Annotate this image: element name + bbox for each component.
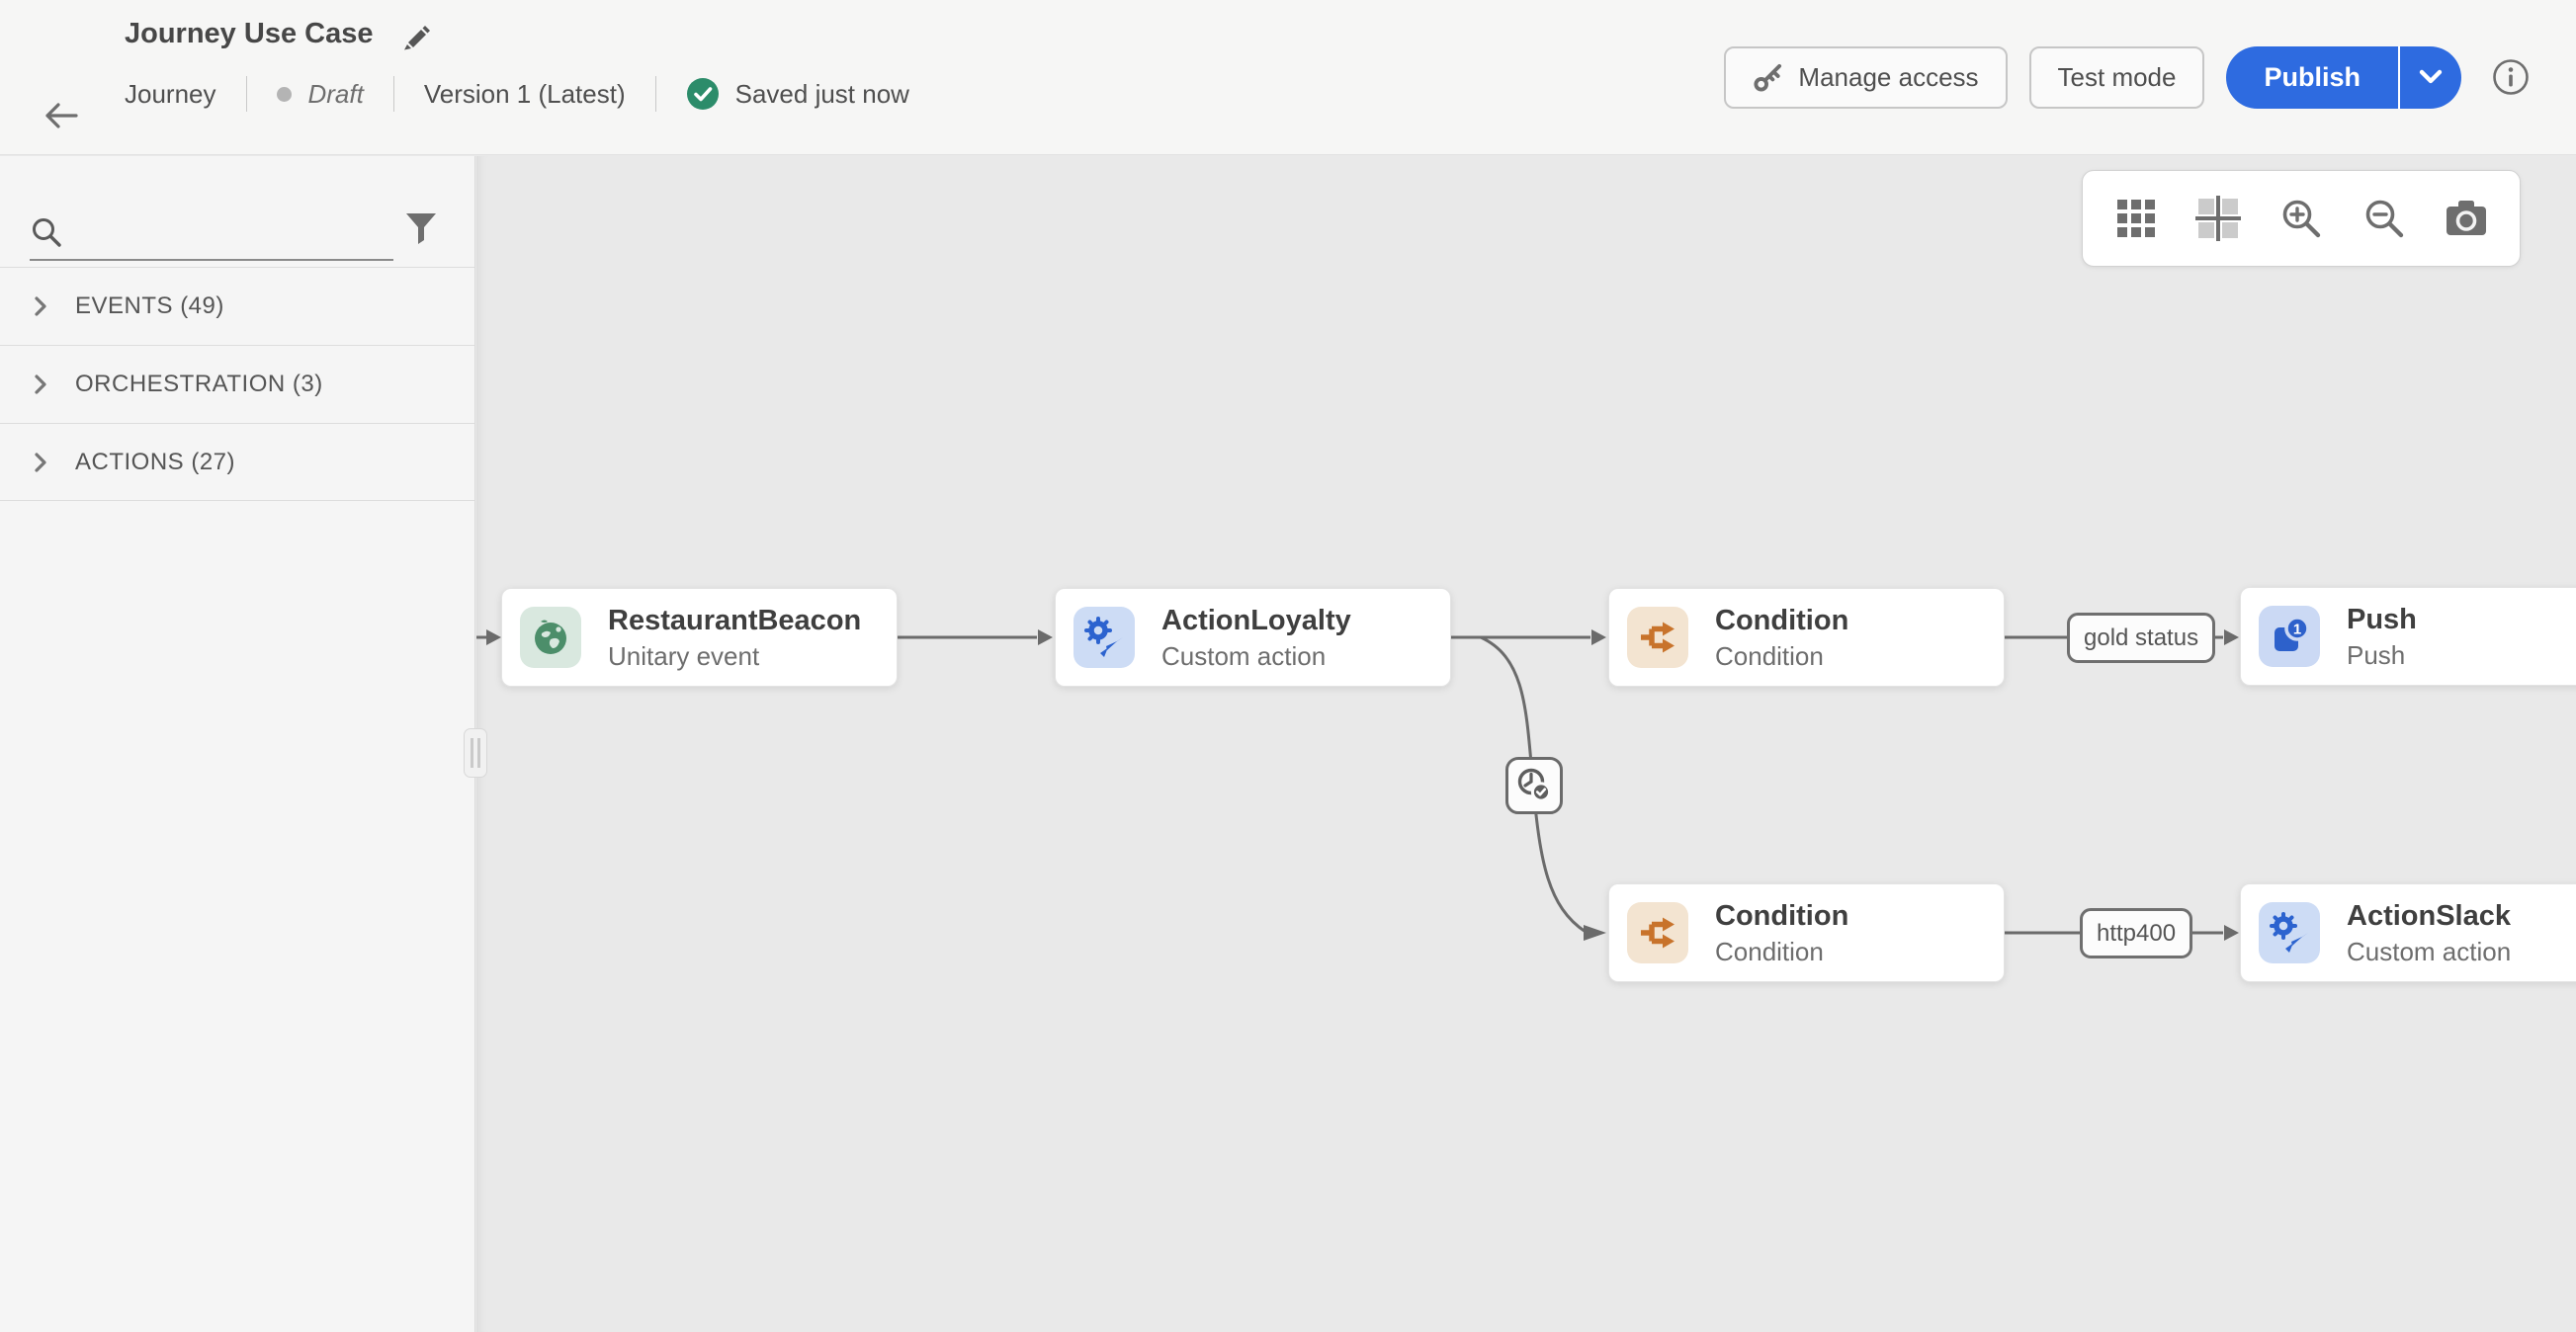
fit-view-button[interactable] xyxy=(2188,188,2249,249)
canvas-toolbar xyxy=(2082,170,2521,267)
node-condition-1[interactable]: Condition Condition xyxy=(1608,588,2005,687)
section-events[interactable]: EVENTS (49) xyxy=(0,267,474,345)
publish-label: Publish xyxy=(2264,61,2361,92)
test-mode-button[interactable]: Test mode xyxy=(2028,45,2205,109)
chevron-right-icon xyxy=(35,452,46,472)
node-title: Condition xyxy=(1715,605,1849,636)
section-events-label: EVENTS (49) xyxy=(75,292,224,319)
edge-label-text: http400 xyxy=(2097,919,2177,947)
status-badge: Draft xyxy=(307,78,364,109)
grid-icon xyxy=(2116,200,2155,237)
node-title: RestaurantBeacon xyxy=(608,605,862,636)
test-mode-label: Test mode xyxy=(2057,61,2177,92)
push-notification-icon: 1 xyxy=(2259,606,2320,667)
manage-access-label: Manage access xyxy=(1798,61,1979,92)
info-button[interactable] xyxy=(2489,55,2533,99)
custom-action-icon xyxy=(2259,902,2320,963)
search-field[interactable] xyxy=(30,190,393,261)
pencil-icon xyxy=(404,25,431,49)
version-label: Version 1 (Latest) xyxy=(423,78,626,109)
node-subtitle: Custom action xyxy=(2347,937,2512,966)
divider xyxy=(245,76,247,112)
info-icon xyxy=(2493,59,2529,95)
header: Journey Use Case Journey Draft Version 1… xyxy=(0,0,2576,155)
page-title: Journey Use Case xyxy=(125,18,374,49)
node-subtitle: Custom action xyxy=(1161,641,1327,671)
condition-icon xyxy=(1627,902,1688,963)
node-subtitle: Condition xyxy=(1715,641,1824,671)
node-push[interactable]: 1 Push Push xyxy=(2240,587,2576,686)
node-palette-sidebar: EVENTS (49) ORCHESTRATION (3) ACTIONS (2… xyxy=(0,156,475,1332)
status-dot xyxy=(276,86,292,102)
sidebar-resize-handle[interactable] xyxy=(464,728,487,778)
section-orchestration-label: ORCHESTRATION (3) xyxy=(75,371,323,397)
edge-label-text: gold status xyxy=(2084,624,2199,651)
node-title: Condition xyxy=(1715,900,1849,932)
node-condition-2[interactable]: Condition Condition xyxy=(1608,883,2005,982)
zoom-out-icon xyxy=(2365,200,2403,238)
journey-canvas[interactable]: RestaurantBeacon Unitary event ActionLoy… xyxy=(476,156,2576,1332)
node-subtitle: Push xyxy=(2347,640,2406,670)
publish-split-button: Publish xyxy=(2226,45,2461,109)
title-block: Journey Use Case Journey Draft Version 1… xyxy=(125,18,909,114)
publish-dropdown-button[interactable] xyxy=(2400,45,2461,109)
node-actionslack[interactable]: ActionSlack Custom action xyxy=(2240,883,2576,982)
globe-icon xyxy=(520,607,581,668)
manage-access-button[interactable]: Manage access xyxy=(1724,45,2008,109)
chevron-right-icon xyxy=(35,375,46,394)
header-controls: Manage access Test mode Publish xyxy=(1724,45,2533,109)
saved-status: Saved just now xyxy=(734,78,909,109)
edit-title-button[interactable] xyxy=(400,19,432,50)
section-actions[interactable]: ACTIONS (27) xyxy=(0,423,474,501)
saved-check-icon xyxy=(686,78,719,110)
zoom-in-button[interactable] xyxy=(2271,188,2332,249)
palette-sections: EVENTS (49) ORCHESTRATION (3) ACTIONS (2… xyxy=(0,267,474,501)
back-button[interactable] xyxy=(38,92,85,139)
node-actionloyalty[interactable]: ActionLoyalty Custom action xyxy=(1055,588,1451,687)
object-type-label: Journey xyxy=(125,78,216,109)
edge-label-gold-status[interactable]: gold status xyxy=(2067,613,2216,663)
search-icon xyxy=(33,218,61,247)
timer-check-icon xyxy=(1517,768,1552,802)
back-arrow-icon xyxy=(45,103,78,128)
node-title: ActionSlack xyxy=(2347,900,2511,932)
grid-button[interactable] xyxy=(2105,188,2167,249)
divider xyxy=(654,76,656,112)
node-title: ActionLoyalty xyxy=(1161,605,1351,636)
zoom-out-button[interactable] xyxy=(2354,188,2415,249)
zoom-in-icon xyxy=(2282,200,2321,238)
publish-button[interactable]: Publish xyxy=(2226,45,2400,109)
filter-funnel-icon xyxy=(406,213,436,244)
section-actions-label: ACTIONS (27) xyxy=(75,448,236,475)
screenshot-button[interactable] xyxy=(2436,188,2497,249)
svg-text:1: 1 xyxy=(2293,622,2301,638)
node-restaurantbeacon[interactable]: RestaurantBeacon Unitary event xyxy=(501,588,898,687)
filter-button[interactable] xyxy=(399,208,443,251)
node-subtitle: Condition xyxy=(1715,937,1824,966)
edge-label-http400[interactable]: http400 xyxy=(2080,908,2193,958)
edges-layer xyxy=(476,629,2239,941)
condition-icon xyxy=(1627,607,1688,668)
chevron-down-icon xyxy=(2419,69,2443,84)
wait-timer-node[interactable] xyxy=(1505,757,1563,814)
search-input[interactable] xyxy=(79,218,376,249)
custom-action-icon xyxy=(1073,607,1135,668)
key-icon xyxy=(1754,63,1782,92)
section-orchestration[interactable]: ORCHESTRATION (3) xyxy=(0,345,474,423)
divider xyxy=(392,76,394,112)
chevron-right-icon xyxy=(35,296,46,316)
node-title: Push xyxy=(2347,604,2417,635)
fit-view-icon xyxy=(2195,196,2242,241)
screenshot-camera-icon xyxy=(2447,201,2487,235)
node-subtitle: Unitary event xyxy=(608,641,760,671)
